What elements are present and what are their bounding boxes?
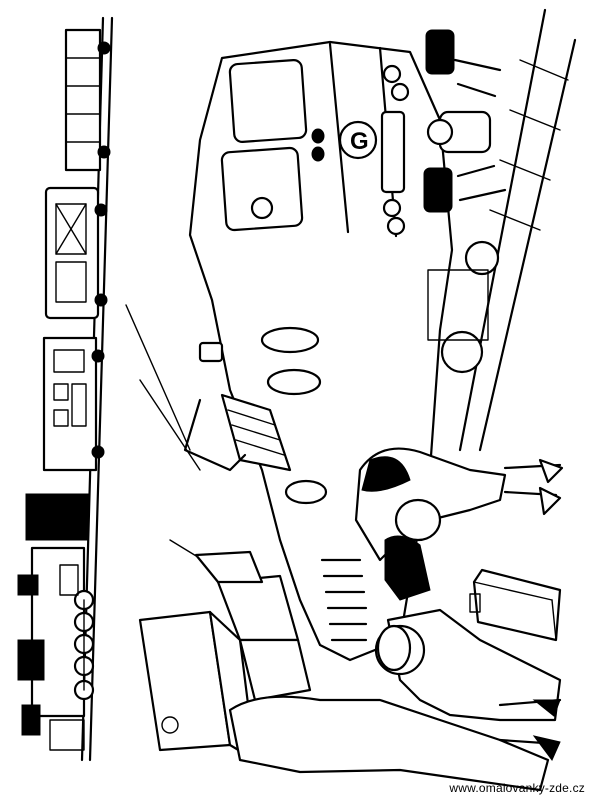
watermark: www.omalovanky-zde.cz	[449, 781, 585, 795]
side-grille	[220, 393, 292, 472]
cab-window-top	[228, 59, 308, 143]
box-car	[42, 336, 105, 472]
passenger-wagon	[44, 186, 108, 320]
small-train	[17, 16, 114, 762]
passengers	[228, 447, 564, 792]
locomotive-badge: G	[338, 120, 378, 160]
rear-vents	[320, 558, 368, 642]
train-driver	[250, 196, 274, 220]
girl-head	[394, 498, 442, 542]
suitcase	[469, 568, 562, 642]
freight-wagon	[64, 28, 111, 172]
man-hat	[376, 624, 412, 672]
cab-window-bottom	[220, 146, 304, 232]
svg-text:G: G	[350, 128, 369, 155]
steam-locomotive	[17, 493, 95, 751]
